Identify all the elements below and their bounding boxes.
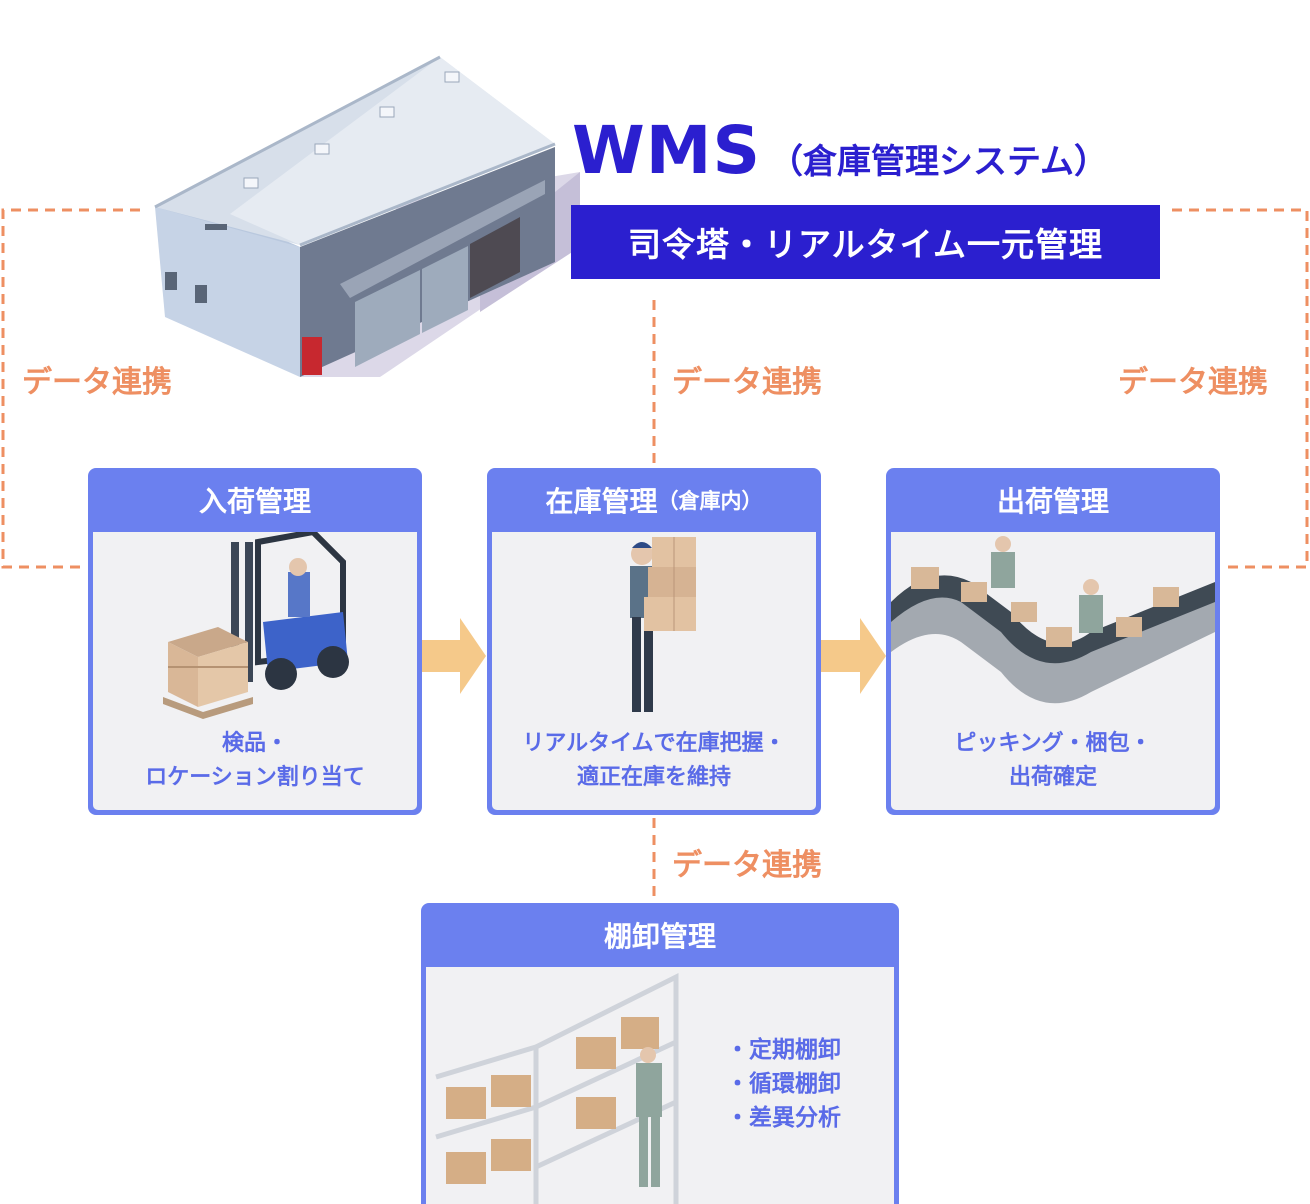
outbound-body: ピッキング・梱包・ 出荷確定 — [891, 532, 1215, 810]
inventory-title-row: 在庫管理 （倉庫内） — [487, 468, 821, 532]
inbound-desc-line1: 検品・ — [221, 731, 288, 756]
inventory-desc-line2: 適正在庫を維持 — [576, 765, 731, 790]
stocktake-title: 棚卸管理 — [603, 920, 716, 953]
inventory-desc-line1: リアルタイムで在庫把握・ — [522, 731, 786, 756]
outbound-card: 出荷管理 ピッキング・梱包・ 出荷確定 — [886, 468, 1220, 815]
forklift-illustration — [163, 532, 349, 719]
worker-carrying-boxes-illustration — [630, 537, 696, 712]
data-link-label-left: データ連携 — [22, 365, 172, 400]
outbound-desc-line1: ピッキング・梱包・ — [954, 731, 1152, 756]
conveyor-illustration — [891, 536, 1215, 704]
left-link-line — [1, 208, 140, 569]
stocktake-body: ・定期棚卸 ・循環棚卸 ・差異分析 — [426, 967, 894, 1204]
flow-arrow-1 — [420, 618, 486, 694]
wms-title: WMS （倉庫管理システム） — [572, 112, 1108, 189]
data-link-label-center: データ連携 — [672, 365, 822, 400]
wms-title-sub: （倉庫管理システム） — [769, 142, 1108, 182]
outbound-title: 出荷管理 — [996, 485, 1109, 518]
inbound-desc-line2: ロケーション割り当て — [145, 765, 365, 790]
inventory-title-note: （倉庫内） — [657, 489, 763, 513]
right-link-line — [1172, 208, 1309, 569]
inventory-body: リアルタイムで在庫把握・ 適正在庫を維持 — [492, 532, 816, 810]
stocktake-item-cycle: ・循環棚卸 — [726, 1071, 841, 1097]
inbound-card: 入荷管理 検品・ ロケーション割り当て — [88, 468, 422, 815]
stocktake-list: ・定期棚卸 ・循環棚卸 ・差異分析 — [726, 1033, 841, 1135]
stocktake-card: 棚卸管理 ・定期棚卸 — [421, 903, 899, 1204]
flow-arrow-2 — [820, 618, 886, 694]
inbound-body: 検品・ ロケーション割り当て — [93, 532, 417, 810]
wms-tagline: 司令塔・リアルタイム一元管理 — [571, 205, 1160, 279]
wms-title-main: WMS — [572, 112, 762, 189]
warehouse-illustration — [154, 55, 580, 377]
shelf-illustration — [435, 972, 679, 1204]
stocktake-item-periodic: ・定期棚卸 — [726, 1037, 841, 1063]
outbound-desc-line2: 出荷確定 — [1008, 765, 1097, 790]
stocktake-item-variance: ・差異分析 — [726, 1105, 841, 1131]
data-link-label-bottom: データ連携 — [672, 848, 822, 883]
data-link-label-right: データ連携 — [1118, 365, 1268, 400]
inbound-title: 入荷管理 — [198, 485, 311, 518]
inventory-card: 在庫管理 （倉庫内） リアルタイムで在庫把握・ 適正在庫を維持 — [487, 468, 821, 815]
inventory-title: 在庫管理 — [545, 485, 658, 518]
